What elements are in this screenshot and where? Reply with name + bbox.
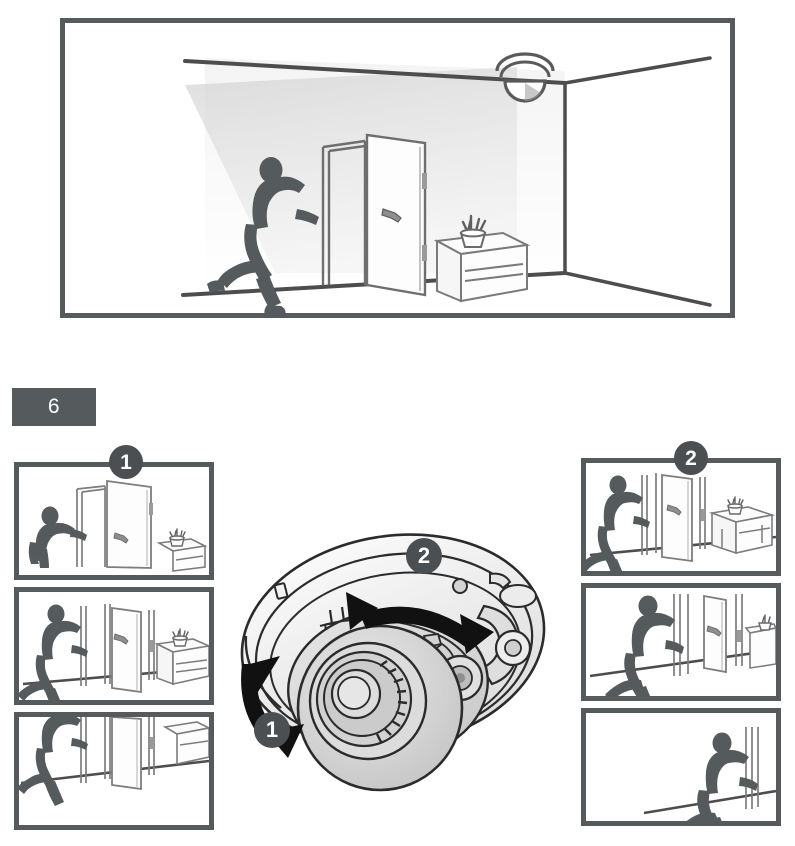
floor-line-right [563,271,712,307]
hero-scene-frame [60,18,735,318]
door-handle-icon [113,633,129,645]
panel-right-2 [581,583,781,701]
panel-right-3 [581,708,781,826]
panel-left-3 [14,712,214,830]
potted-plant [758,614,772,631]
running-person-silhouette [605,595,684,696]
console-table [162,721,209,765]
camera-adjustment-badge-1: 1 [254,712,290,748]
door-handle-icon [381,208,402,223]
door-hinge [737,630,741,642]
panel-left-2 [14,587,214,705]
step-number-badge: 6 [12,388,96,426]
running-person-silhouette [207,157,319,313]
running-person-silhouette [586,475,650,571]
badge-right-column-2: 2 [674,441,708,475]
camera-bracket [452,572,537,686]
potted-plant [459,214,487,248]
door-hinge-lower [422,245,427,261]
potted-plant [169,528,186,547]
panel-right-1 [581,458,781,576]
door-handle-icon [666,504,682,516]
floor-line [589,648,776,678]
dome-camera-module: 1 2 [228,496,568,806]
dome-camera-icon [495,52,555,103]
running-person-silhouette [19,604,88,700]
badge-right-label: 2 [685,446,697,470]
door-frame [321,139,367,285]
panel-left-1 [14,462,214,580]
potted-plant [727,496,744,515]
door-hinge [149,503,153,515]
potted-plant [172,628,189,647]
console-table [708,506,776,555]
floor-line [643,789,776,815]
ceiling-line-right [563,56,712,85]
camera-fov-cone [185,67,517,273]
badge-left-column-1: 1 [109,445,143,479]
pan-arrow-2 [346,592,494,654]
door-hinge [701,509,705,521]
camera-badge-2-label: 2 [417,543,431,568]
door-hinge [150,640,154,652]
open-door [365,133,427,297]
door-hinge-upper [422,173,427,189]
door-handle-icon [706,625,722,637]
door-hinge [150,737,154,749]
badge-left-label: 1 [120,450,132,474]
door-handle-icon [113,532,129,544]
camera-adjustment-badge-2: 2 [406,538,442,574]
left-panel-column: 1 [14,445,214,837]
camera-badge-1-label: 1 [265,717,279,742]
running-person-silhouette [19,717,88,806]
standing-person-silhouette [28,506,87,568]
ceiling-line [183,59,567,85]
right-panel-column: 2 [581,441,781,833]
running-person-silhouette [686,732,758,821]
step-number-label: 6 [47,395,61,418]
camera-lens-barrel [296,624,464,792]
